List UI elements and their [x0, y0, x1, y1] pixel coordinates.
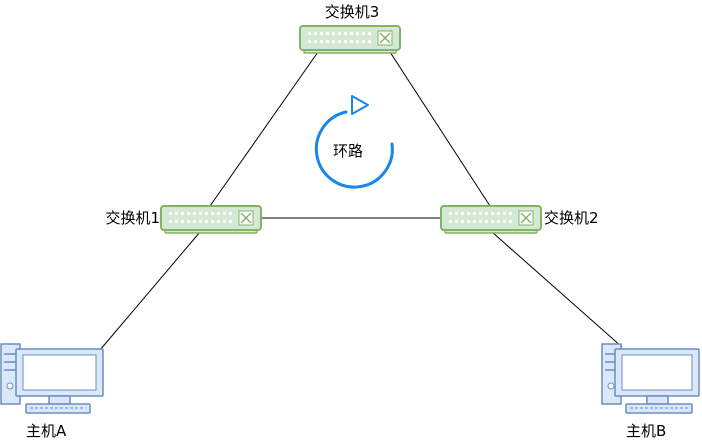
link-switch2-hostB: [491, 231, 623, 348]
switch3-label: 交换机3: [324, 3, 380, 21]
computer-icon: [0, 343, 104, 414]
switch-icon: [440, 205, 542, 234]
hostB-label: 主机B: [626, 422, 667, 440]
link-switch3-switch2: [389, 51, 491, 207]
link-switch1-hostA: [99, 231, 201, 351]
loop-arrow-icon: [314, 95, 394, 189]
switch-icon: [160, 205, 262, 234]
links: [99, 51, 623, 351]
switch1-label: 交换机1: [105, 209, 160, 227]
loop-label: 环路: [333, 142, 364, 160]
hostA-label: 主机A: [26, 422, 67, 440]
switch-icon: [299, 25, 401, 54]
link-switch1-switch3: [209, 51, 319, 207]
computer-icon: [601, 343, 700, 414]
switch2-label: 交换机2: [544, 209, 599, 227]
